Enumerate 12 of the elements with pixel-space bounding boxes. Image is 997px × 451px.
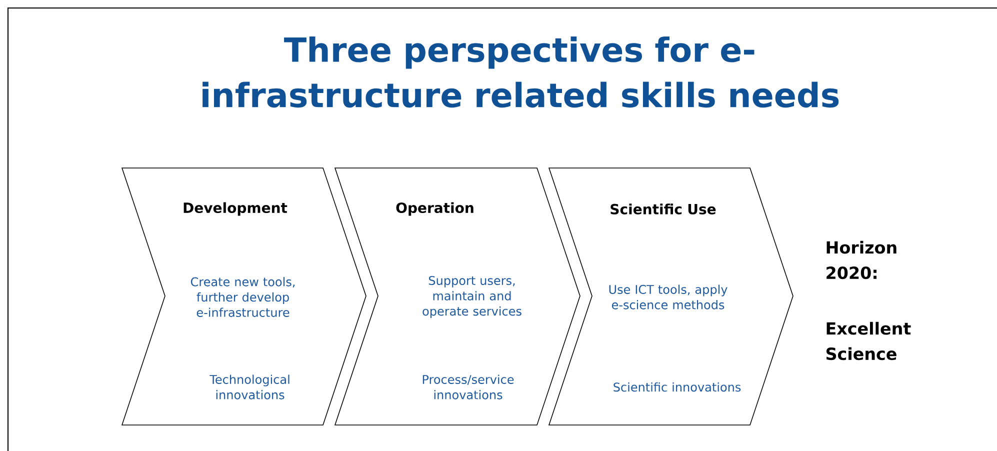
side-label: Excellent Science bbox=[826, 322, 911, 360]
heading: Development bbox=[184, 202, 288, 216]
innovation-label: Process/service innovations bbox=[422, 374, 514, 400]
innovation-label: Scientific innovations bbox=[614, 382, 741, 392]
innovation-label: Technological innovations bbox=[210, 374, 290, 400]
heading: Scientific Use bbox=[610, 204, 716, 214]
description: Use ICT tools, apply e-science methods bbox=[609, 284, 728, 310]
side-label: Horizon 2020: bbox=[826, 240, 896, 280]
description: Create new tools, further develop e-infrastructure bbox=[190, 277, 295, 317]
description: Support users, maintain and operate services bbox=[422, 276, 522, 318]
heading: Operation bbox=[396, 202, 474, 216]
title: Three perspectives for e-infrastructure related skills needs bbox=[202, 36, 839, 108]
